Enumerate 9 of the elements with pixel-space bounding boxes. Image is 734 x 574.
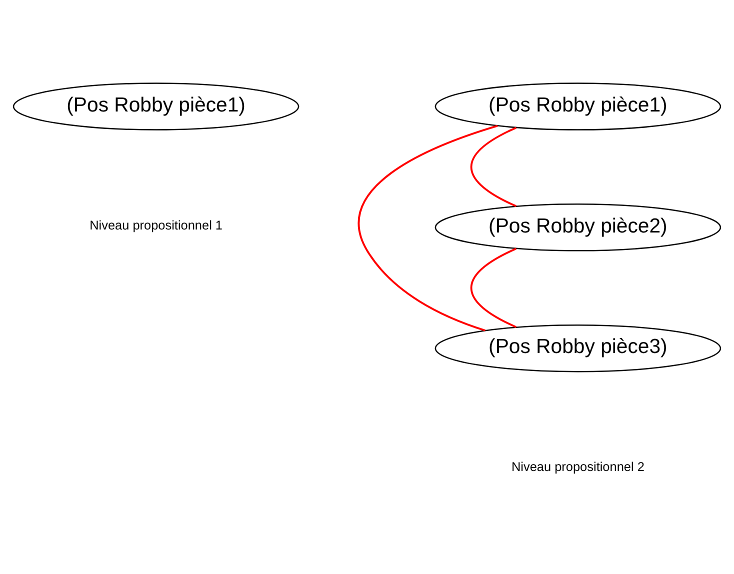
label: Niveau propositionnel 1 [90,217,223,232]
node-ellipse: (Pos Robby pièce1) [12,82,300,130]
connector [470,126,517,208]
node-ellipse: (Pos Robby pièce3) [434,324,722,372]
connector [470,248,517,328]
label: Niveau propositionnel 2 [511,459,644,474]
node-ellipse: (Pos Robby pièce2) [434,204,722,252]
connector [358,124,498,332]
node-ellipse: (Pos Robby pièce1) [434,82,722,130]
